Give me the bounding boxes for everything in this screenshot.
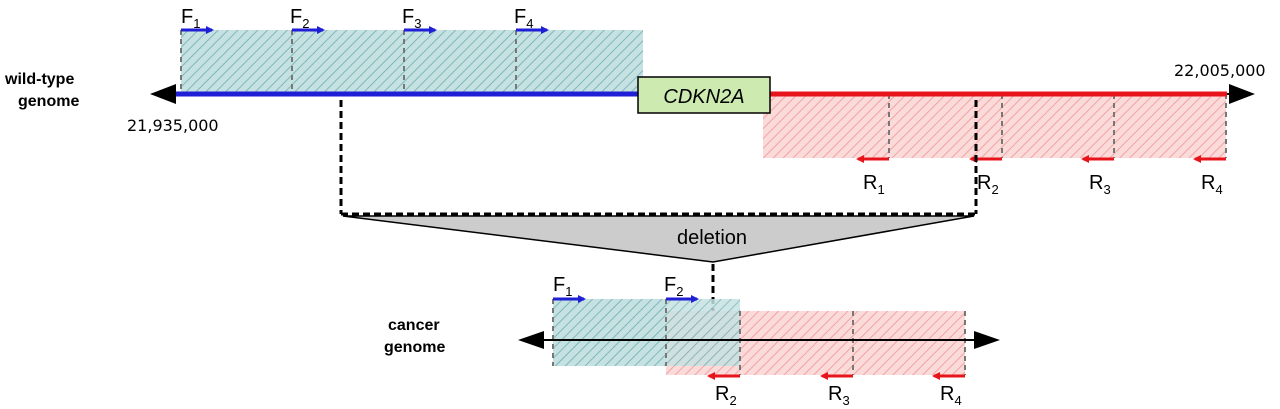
- cancer-region-f2: [666, 299, 740, 366]
- primer-f3: F3: [402, 6, 437, 34]
- svg-text:R4: R4: [1201, 172, 1223, 197]
- svg-text:F2: F2: [290, 6, 309, 31]
- cancer-primer-r4: R4: [932, 372, 965, 408]
- cancer-genome: cancer genome F1 F2 R2 R3 R4: [384, 274, 1000, 408]
- cancer-forward-primers: F1 F2: [553, 274, 699, 303]
- primer-f3-letter: F: [402, 6, 414, 28]
- cancer-region-r3: [740, 311, 853, 375]
- amplicon-region-r4: [1114, 94, 1226, 158]
- cancer-primer-f1: F1: [553, 274, 586, 303]
- primer-f4-letter: F: [514, 6, 526, 28]
- cancer-primer-f2-letter: F: [664, 274, 676, 296]
- primer-r4-letter: R: [1201, 172, 1215, 194]
- primer-r4: R4: [1193, 155, 1226, 197]
- primer-r1-sub: 1: [877, 182, 884, 197]
- cancer-primer-r2-letter: R: [715, 383, 729, 405]
- primer-f1-sub: 1: [193, 16, 200, 31]
- deletion-funnel: [342, 215, 975, 263]
- wild-type-genome: CDKN2A wild-type genome 21,935,000 22,00…: [4, 6, 1266, 197]
- cancer-primer-f1-sub: 1: [565, 284, 572, 299]
- cancer-primer-f2-sub: 2: [676, 284, 683, 299]
- cancer-label-line1: cancer: [388, 317, 440, 334]
- gene-box: [637, 76, 771, 114]
- svg-text:R3: R3: [828, 383, 850, 408]
- cancer-primer-r4-sub: 4: [954, 393, 961, 408]
- primer-r1-letter: R: [863, 172, 877, 194]
- primer-f2-sub: 2: [302, 16, 309, 31]
- svg-text:R2: R2: [977, 172, 999, 197]
- cancer-forward-amplicon-regions: [553, 299, 740, 366]
- forward-amplicon-regions: [180, 30, 643, 94]
- cancer-primer-r3-letter: R: [828, 383, 842, 405]
- svg-text:F1: F1: [553, 274, 572, 299]
- svg-text:F1: F1: [181, 6, 200, 31]
- primer-r4-sub: 4: [1215, 182, 1222, 197]
- primer-f1: F1: [181, 6, 214, 34]
- deletion-label: deletion: [677, 227, 747, 249]
- cancer-primer-r3-sub: 3: [842, 393, 849, 408]
- cancer-primer-r4-letter: R: [940, 383, 954, 405]
- svg-text:F3: F3: [402, 6, 421, 31]
- cancer-region-r4: [853, 311, 965, 375]
- cancer-axis-arrow-right-icon: [974, 331, 1000, 349]
- gene-label: CDKN2A: [663, 86, 744, 108]
- wild-type-label-line2: genome: [18, 93, 79, 110]
- svg-text:R2: R2: [715, 383, 737, 408]
- amplicon-region-r1: [763, 94, 889, 158]
- svg-text:F4: F4: [514, 6, 533, 31]
- primer-f4-sub: 4: [526, 16, 533, 31]
- primer-f4: F4: [514, 6, 549, 34]
- amplicon-region-f2: [292, 30, 404, 94]
- amplicon-region-f4: [516, 30, 643, 94]
- amplicon-region-f1: [181, 30, 292, 94]
- primer-f2-letter: F: [290, 6, 302, 28]
- cancer-primer-r2: R2: [707, 372, 740, 408]
- cancer-primer-f1-letter: F: [553, 274, 565, 296]
- reverse-amplicon-regions: [763, 94, 1227, 158]
- cancer-reverse-primers: R2 R3 R4: [707, 372, 965, 408]
- axis-arrow-left-icon: [150, 84, 176, 104]
- cancer-primer-f2: F2: [664, 274, 699, 303]
- primer-r2-sub: 2: [991, 182, 998, 197]
- primer-r3-sub: 3: [1103, 182, 1110, 197]
- primer-f1-letter: F: [181, 6, 193, 28]
- amplicon-region-f3: [404, 30, 516, 94]
- wild-type-label-line1: wild-type: [4, 71, 74, 88]
- amplicon-region-r2: [889, 94, 1002, 158]
- primer-r1: R1: [856, 155, 889, 197]
- svg-text:F2: F2: [664, 274, 683, 299]
- reverse-primers: R1 R2 R3 R4: [856, 155, 1226, 197]
- svg-text:R3: R3: [1089, 172, 1111, 197]
- svg-text:R4: R4: [940, 383, 962, 408]
- primer-r2-letter: R: [977, 172, 991, 194]
- amplicon-region-r3: [1002, 94, 1114, 158]
- coord-end: 22,005,000: [1174, 61, 1266, 80]
- primer-r3-letter: R: [1089, 172, 1103, 194]
- cancer-axis-arrow-left-icon: [518, 331, 544, 349]
- primer-r3: R3: [1081, 155, 1114, 197]
- primer-f3-sub: 3: [414, 16, 421, 31]
- cancer-primer-r2-sub: 2: [729, 393, 736, 408]
- axis-arrow-right-icon: [1229, 84, 1255, 104]
- cancer-primer-r3: R3: [820, 372, 853, 408]
- primer-f2: F2: [290, 6, 325, 34]
- svg-text:R1: R1: [863, 172, 885, 197]
- cancer-region-f1: [553, 299, 666, 366]
- forward-primers: F1 F2 F3 F4: [181, 6, 549, 34]
- cancer-label-line2: genome: [384, 339, 445, 356]
- coord-start: 21,935,000: [127, 116, 219, 135]
